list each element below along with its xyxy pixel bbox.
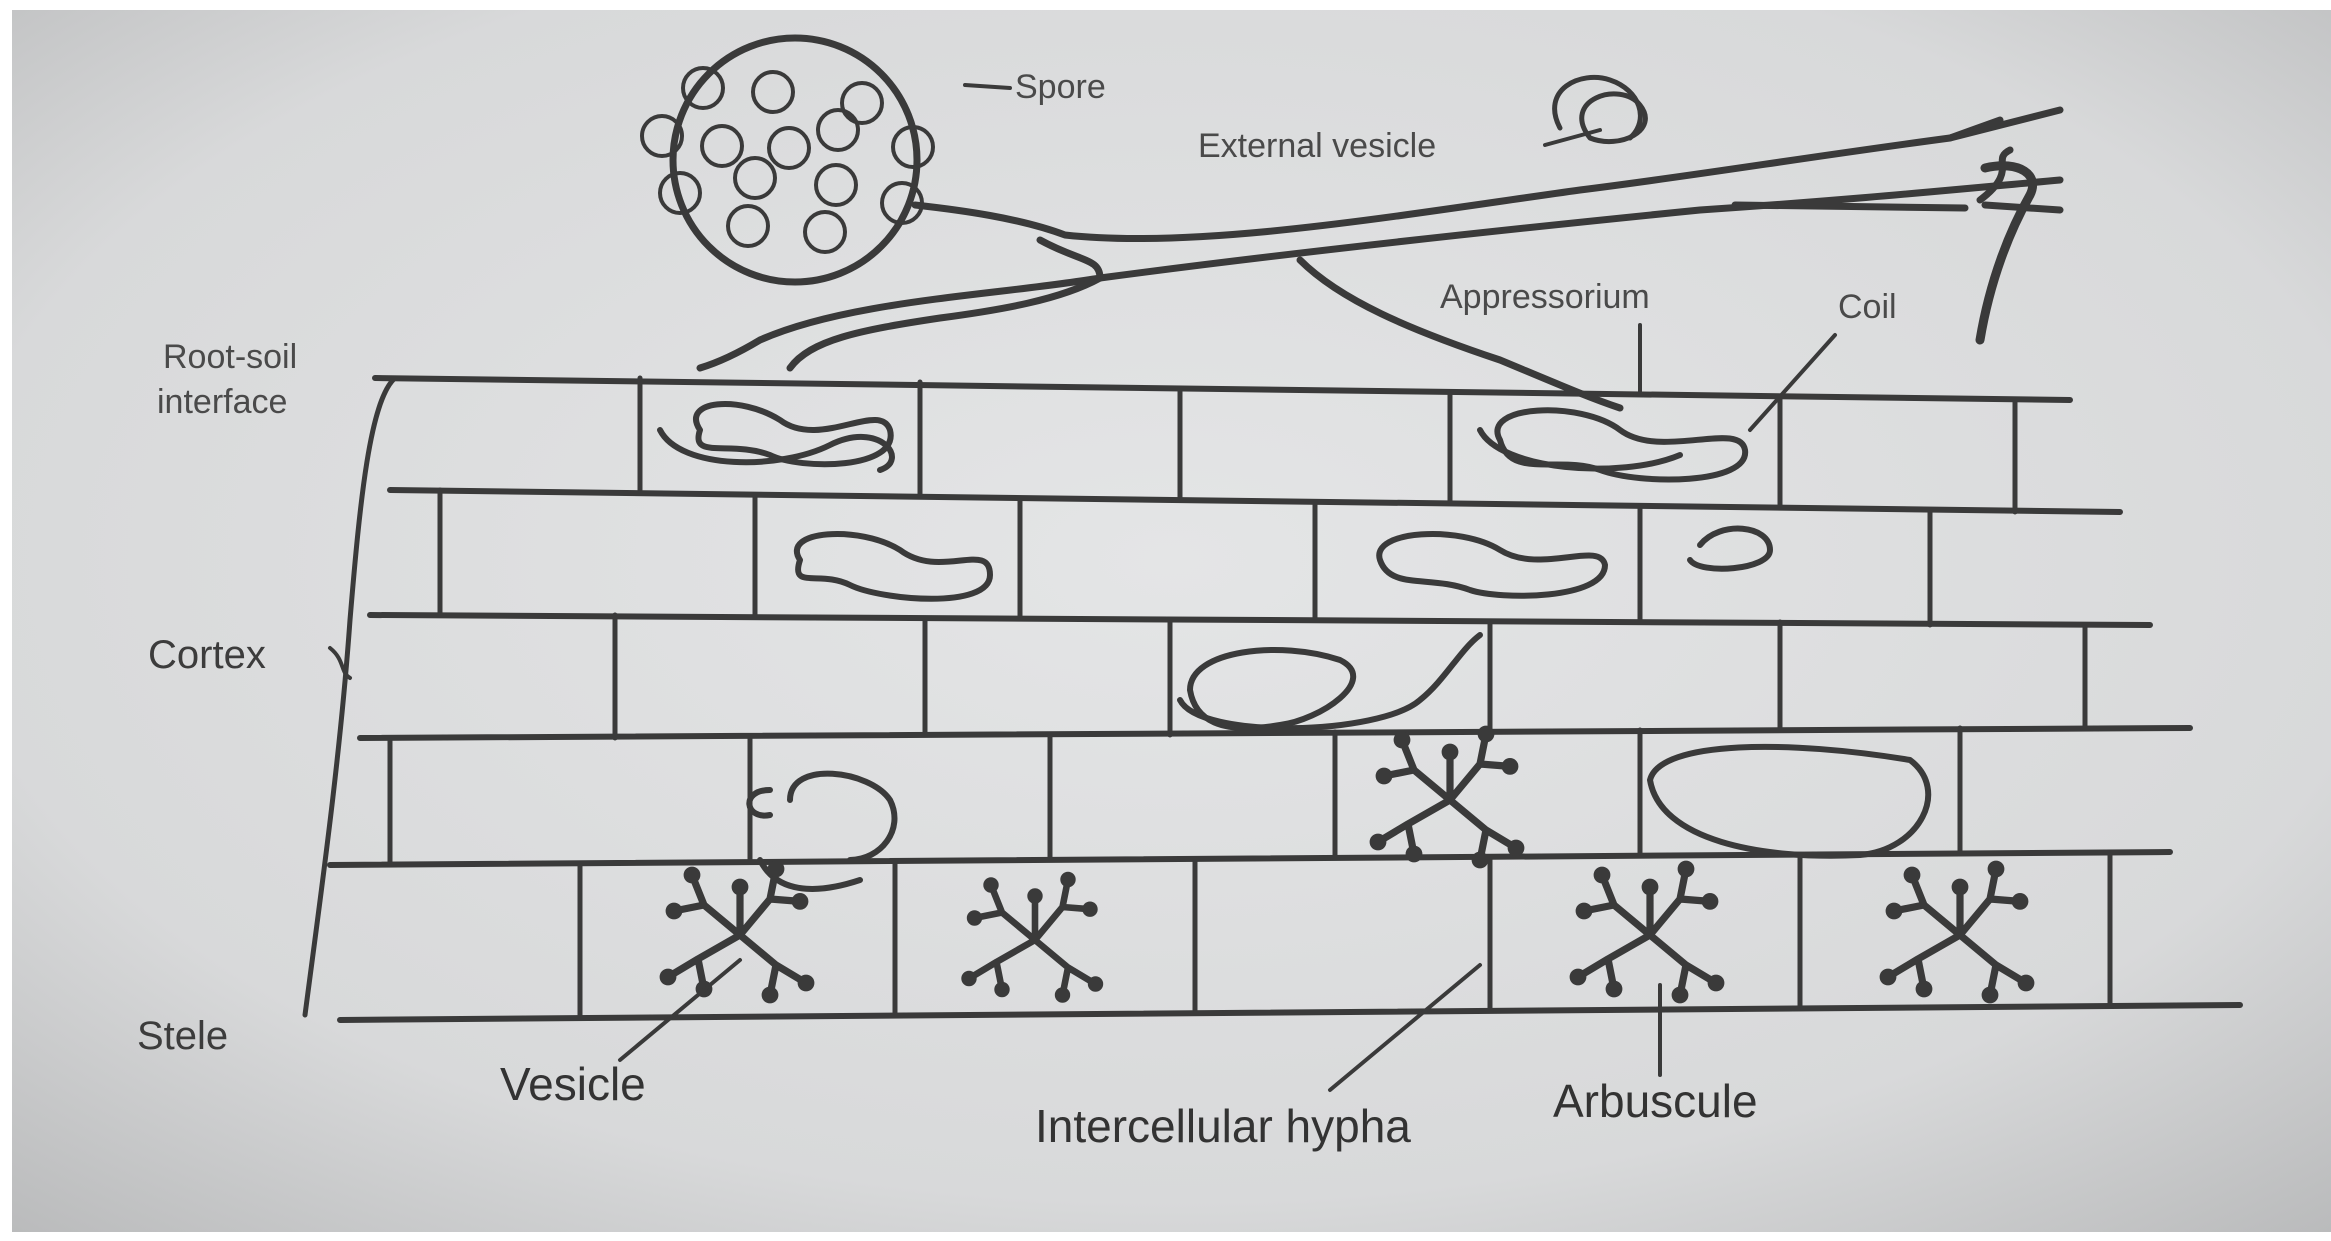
vesicle-label: Vesicle	[500, 1058, 646, 1110]
root-soil-interface-label-line2: interface	[157, 383, 287, 421]
cortex-label: Cortex	[148, 633, 266, 677]
external-vesicle-label: External vesicle	[1198, 127, 1436, 165]
arbuscule-label: Arbuscule	[1553, 1075, 1758, 1127]
stele-label: Stele	[137, 1014, 228, 1058]
intercellular-hypha-label: Intercellular hypha	[1035, 1100, 1411, 1152]
coil-label: Coil	[1838, 288, 1897, 326]
appressorium-label: Appressorium	[1440, 278, 1650, 316]
root-soil-interface-label-line1: Root-soil	[163, 338, 297, 376]
spore-label: Spore	[1015, 68, 1106, 106]
